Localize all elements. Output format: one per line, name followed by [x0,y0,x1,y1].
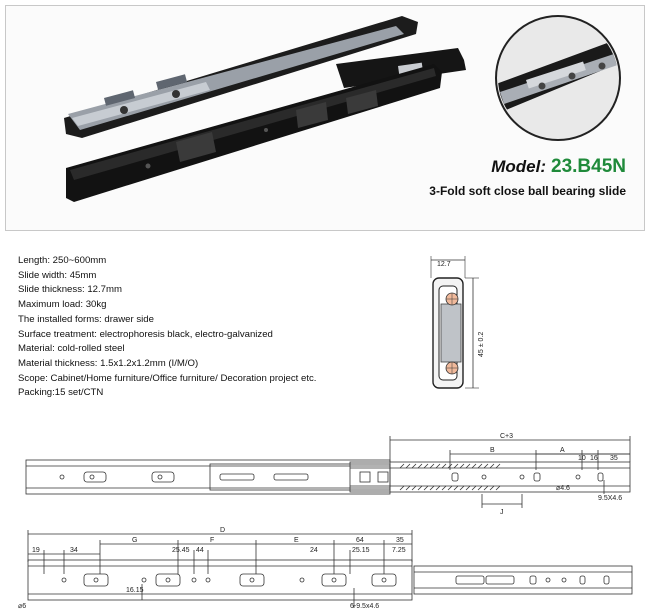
dim-25-15: 25.15 [352,547,370,554]
spec-thickness: Slide thickness: 12.7mm [18,284,122,296]
dim-hole: ⌀4.6 [556,485,570,492]
spec-length: Length: 250~600mm [18,255,107,266]
spec-packing: Packing:15 set/CTN [18,387,104,399]
spec-max-load: Maximum load: 30kg [18,299,107,311]
model-code: 23.B45N [551,156,626,177]
slide-photo [64,15,621,202]
xsec-width-label: 12.7 [437,261,451,268]
model-line: Model: 23.B45N [491,156,626,178]
spec-list: Length: 250~600mm Slide width: 45mm Slid… [18,254,316,401]
dim-16: 16 [590,455,598,462]
spec-scope: Scope: Cabinet/Home furniture/Office fur… [18,372,317,384]
dim-24: 24 [310,547,318,554]
dim-f: F [210,537,214,544]
dim-slots: 6-9.5x4.6 [350,603,379,610]
dim-b: B [490,447,495,454]
product-subtitle: 3-Fold soft close ball bearing slide [429,184,626,198]
dim-j: J [500,509,504,516]
spec-width: Slide width: 45mm [18,269,97,281]
xsec-height-label: 45 ± 0.2 [478,332,485,357]
spec-material: Material: cold-rolled steel [18,343,125,355]
dim-g: G [132,537,137,544]
dim-16-15: 16.15 [126,587,144,594]
dim-10: 10 [578,455,586,462]
dim-c3: C+3 [500,433,513,440]
dim-e: E [294,537,299,544]
dim-44: 44 [196,547,204,554]
dim-d: D [220,527,225,534]
dim-64: 64 [356,537,364,544]
dim-slot: 9.5X4.6 [598,495,622,502]
dim-35: 35 [610,455,618,462]
dim-a: A [560,447,565,454]
product-photo-panel: Model: 23.B45N 3-Fold soft close ball bea… [5,5,645,231]
spec-material-thickness: Material thickness: 1.5x1.2x1.2mm (I/M/O… [18,357,199,369]
technical-drawings: C+3 B A 10 16 35 J ⌀4.6 9.5X4.6 [18,433,633,610]
top-drawing [25,436,631,508]
spec-surface: Surface treatment: electrophoresis black… [18,328,273,340]
spec-install-form: The installed forms: drawer side [18,313,154,325]
cross-section-drawing: 12.7 45 ± 0.2 [430,256,485,389]
dim-hole-6: ⌀6 [18,603,26,610]
dim-25-45: 25.45 [172,547,190,554]
model-label: Model: [491,157,546,176]
dim-35-bottom: 35 [396,537,404,544]
dim-7-25: 7.25 [392,547,406,554]
dim-19: 19 [32,547,40,554]
bottom-drawing [27,530,633,608]
dim-34: 34 [70,547,78,554]
